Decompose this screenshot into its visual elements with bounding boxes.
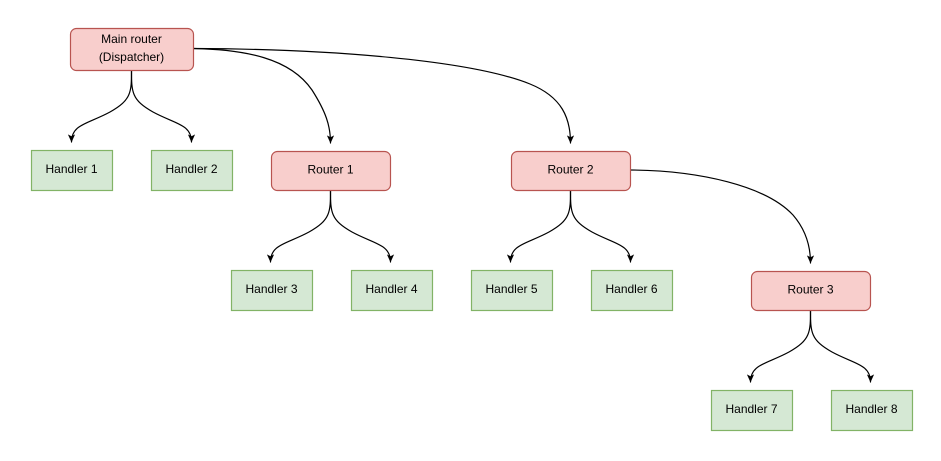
edge-router-2-to-handler-5	[506, 189, 572, 263]
node-handler-2[interactable]: Handler 2	[150, 149, 234, 192]
node-router-2[interactable]: Router 2	[510, 150, 632, 192]
node-handler-3[interactable]: Handler 3	[230, 269, 314, 312]
edge-main-to-router-2	[192, 47, 575, 144]
main-router-box[interactable]	[69, 27, 195, 72]
node-handler-1[interactable]: Handler 1	[30, 149, 114, 192]
handler-4-box[interactable]	[350, 269, 434, 312]
edge-router-1-to-handler-3	[266, 189, 332, 263]
router-3-box[interactable]	[750, 270, 872, 312]
handler-8-box[interactable]	[830, 389, 914, 432]
handler-3-box[interactable]	[230, 269, 314, 312]
node-handler-4[interactable]: Handler 4	[350, 269, 434, 312]
node-handler-7[interactable]: Handler 7	[710, 389, 794, 432]
edge-router-1-to-handler-4	[329, 189, 395, 263]
edge-router-2-to-handler-6	[569, 189, 635, 263]
handler-2-box[interactable]	[150, 149, 234, 192]
handler-5-box[interactable]	[470, 269, 554, 312]
router-1-box[interactable]	[270, 150, 392, 192]
router-2-box[interactable]	[510, 150, 632, 192]
node-main-router[interactable]: Main router(Dispatcher)	[69, 27, 195, 72]
node-router-3[interactable]: Router 3	[750, 270, 872, 312]
edges-layer	[67, 47, 875, 383]
handler-6-box[interactable]	[590, 269, 674, 312]
node-handler-5[interactable]: Handler 5	[470, 269, 554, 312]
handler-7-box[interactable]	[710, 389, 794, 432]
edge-router-3-to-handler-7	[746, 309, 812, 383]
edge-main-to-handler-1	[67, 69, 133, 143]
node-handler-8[interactable]: Handler 8	[830, 389, 914, 432]
node-router-1[interactable]: Router 1	[270, 150, 392, 192]
handler-1-box[interactable]	[30, 149, 114, 192]
edge-main-to-handler-2	[130, 69, 196, 143]
edge-router-3-to-handler-8	[809, 309, 875, 383]
edge-router-2-to-router-3	[629, 169, 815, 264]
edge-main-to-router-1	[192, 47, 335, 144]
nodes-layer: Main router(Dispatcher) Handler 1 Handler …	[30, 27, 914, 432]
node-handler-6[interactable]: Handler 6	[590, 269, 674, 312]
